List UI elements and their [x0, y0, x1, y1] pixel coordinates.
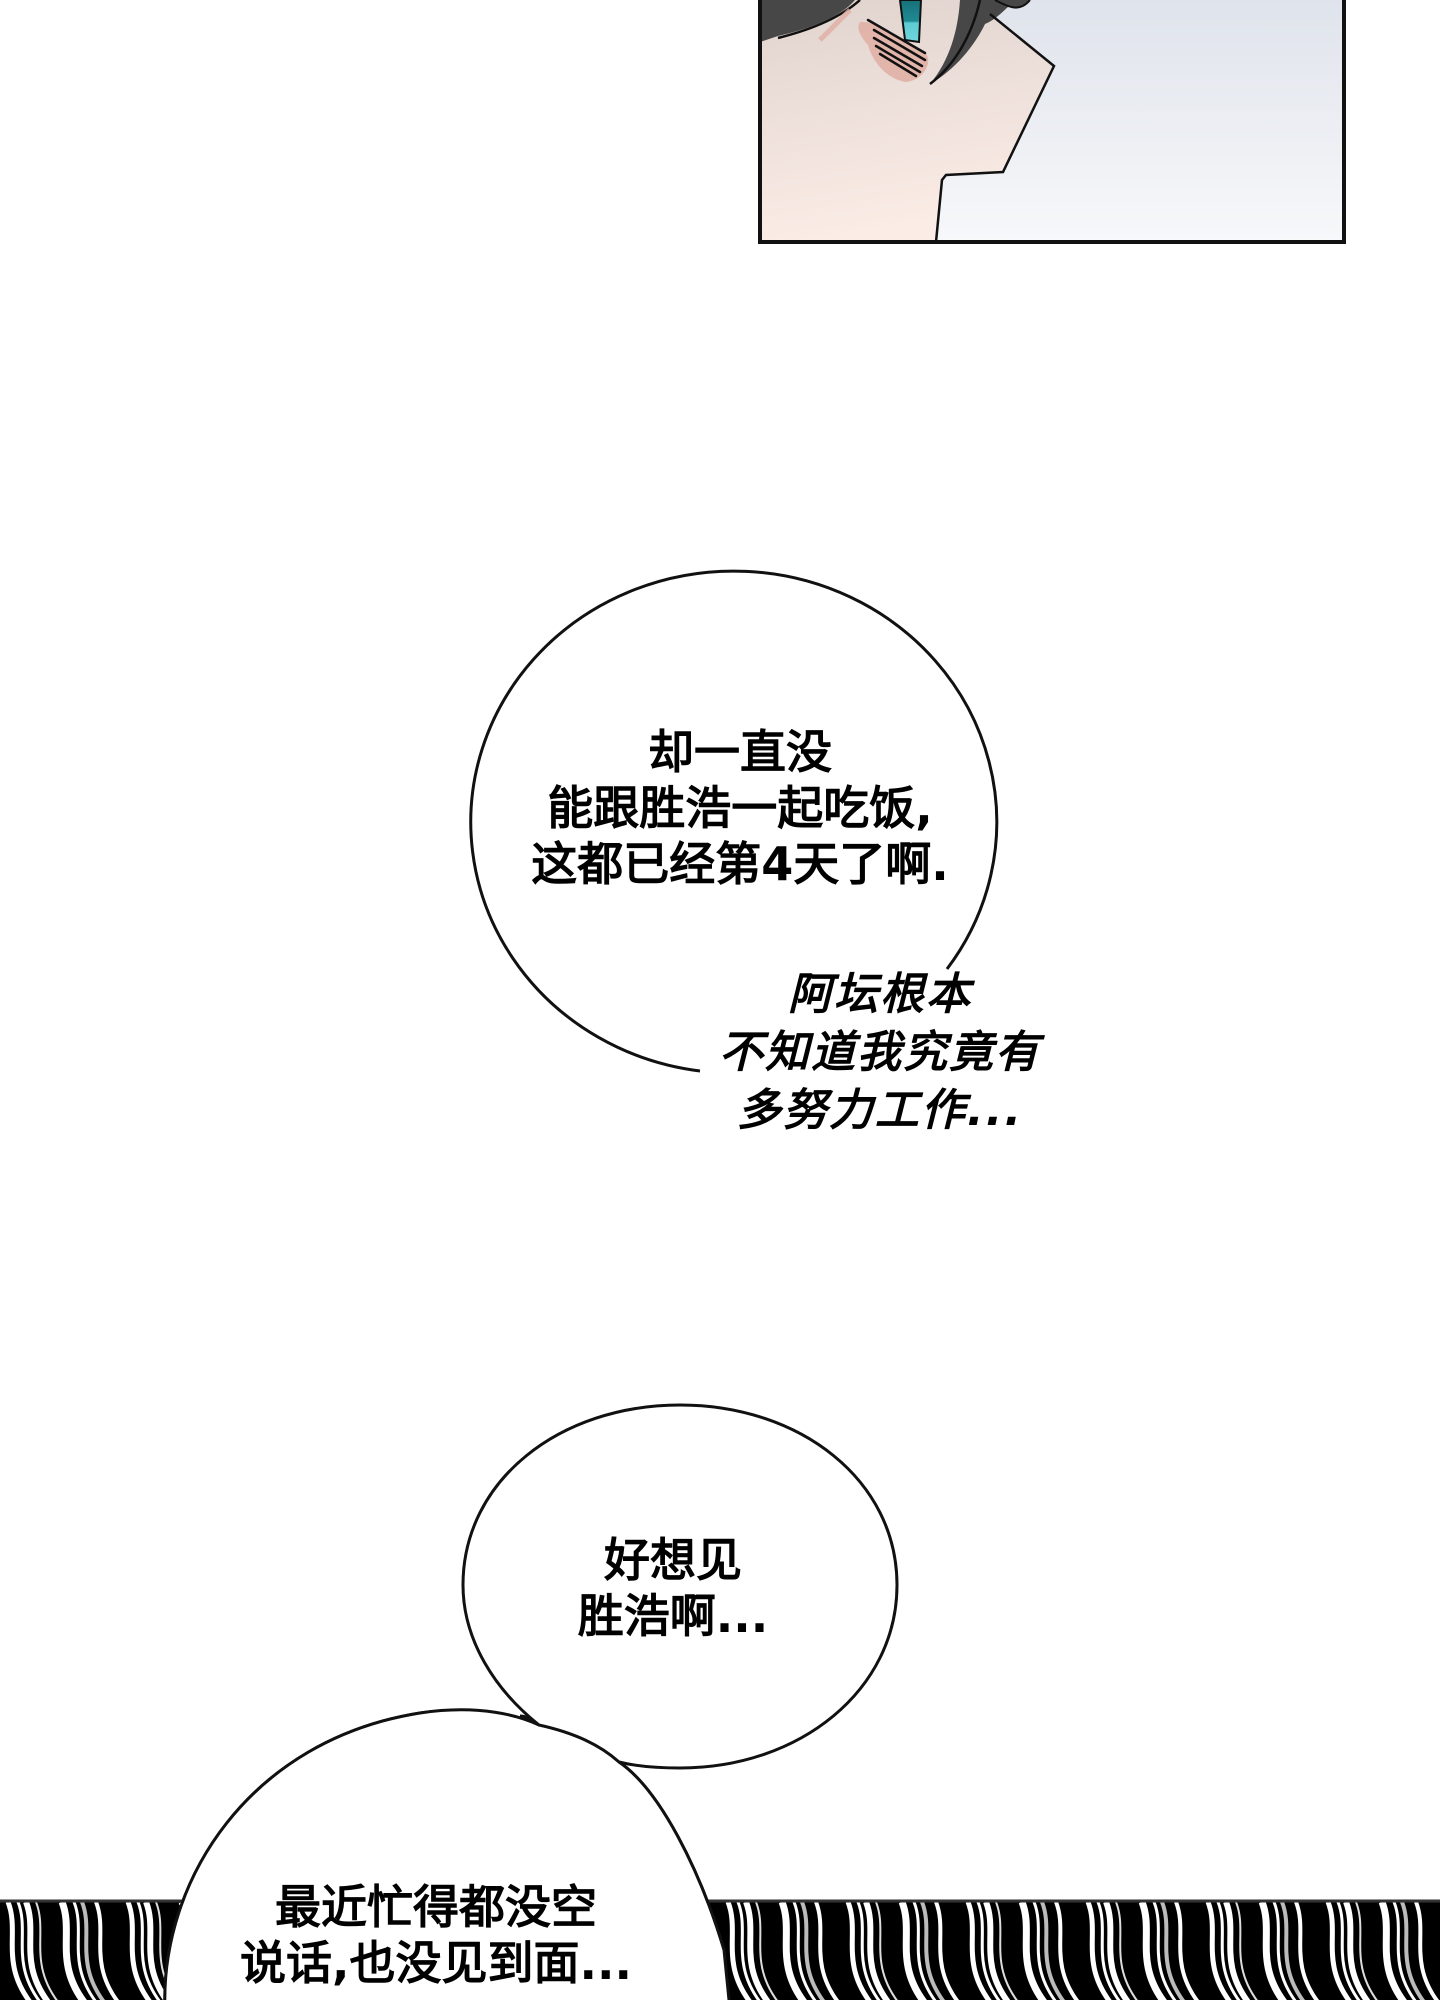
speech-bubble-2-text: 好想见 胜浩啊...: [578, 1532, 768, 1644]
bubble-2-line-2: 胜浩啊...: [577, 1589, 769, 1643]
thought-1-line-1: 阿坛根本: [788, 969, 972, 1020]
speech-bubble-3-text: 最近忙得都没空 说话,也没见到面...: [240, 1879, 632, 1991]
thought-text-1: 阿坛根本 不知道我究竟有 多努力工作...: [719, 966, 1041, 1140]
bubble-3-line-1: 最近忙得都没空: [275, 1880, 597, 1934]
speech-bubble-1-text: 却一直没 能跟胜浩一起吃饭, 这都已经第4天了啊.: [531, 724, 948, 892]
bubble-1-line-2: 能跟胜浩一起吃饭,: [547, 781, 933, 835]
bubble-1-line-3: 这都已经第4天了啊.: [531, 837, 949, 891]
top-panel-border: [758, 0, 1346, 244]
bubble-2-line-1: 好想见: [604, 1533, 742, 1587]
bubble-3-line-2: 说话,也没见到面...: [240, 1936, 632, 1990]
bubble-1-line-1: 却一直没: [647, 725, 832, 779]
thought-1-line-3: 多努力工作...: [736, 1085, 1024, 1136]
thought-1-line-2: 不知道我究竟有: [719, 1027, 1041, 1078]
